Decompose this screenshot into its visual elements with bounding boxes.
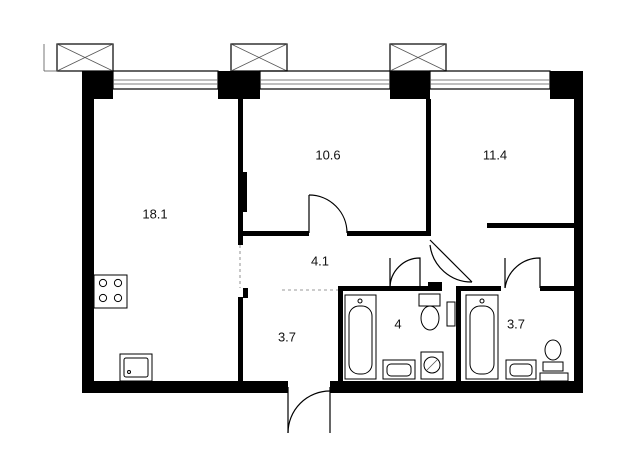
window-box-left	[56, 43, 114, 72]
heated-rail	[446, 301, 456, 327]
room-area-living-kitchen: 18.1	[142, 206, 167, 221]
washing-machine-icon	[420, 351, 444, 380]
door-swing-icon	[287, 194, 541, 434]
bathtub-icon	[344, 294, 377, 380]
room-area-bathroom-1: 4	[394, 316, 401, 331]
stove-icon	[93, 274, 128, 309]
bathtub-icon	[465, 294, 499, 380]
toilet-icon	[418, 293, 441, 331]
window-box-middle	[230, 43, 288, 72]
sink-icon	[119, 353, 153, 382]
room-area-bedroom-1: 10.6	[315, 147, 340, 162]
room-area-bathroom-2: 3.7	[507, 316, 525, 331]
room-area-hallway: 4.1	[311, 253, 329, 268]
window-box-right	[389, 43, 447, 72]
window-icon	[43, 44, 551, 90]
utility-box	[539, 372, 569, 382]
room-area-entry: 3.7	[278, 329, 296, 344]
room-area-bedroom-2: 11.4	[483, 147, 507, 162]
interior-walls	[238, 99, 574, 383]
sink-icon	[505, 359, 537, 380]
sink-icon	[382, 359, 416, 380]
toilet-icon	[542, 339, 564, 372]
exterior-walls	[82, 71, 583, 393]
